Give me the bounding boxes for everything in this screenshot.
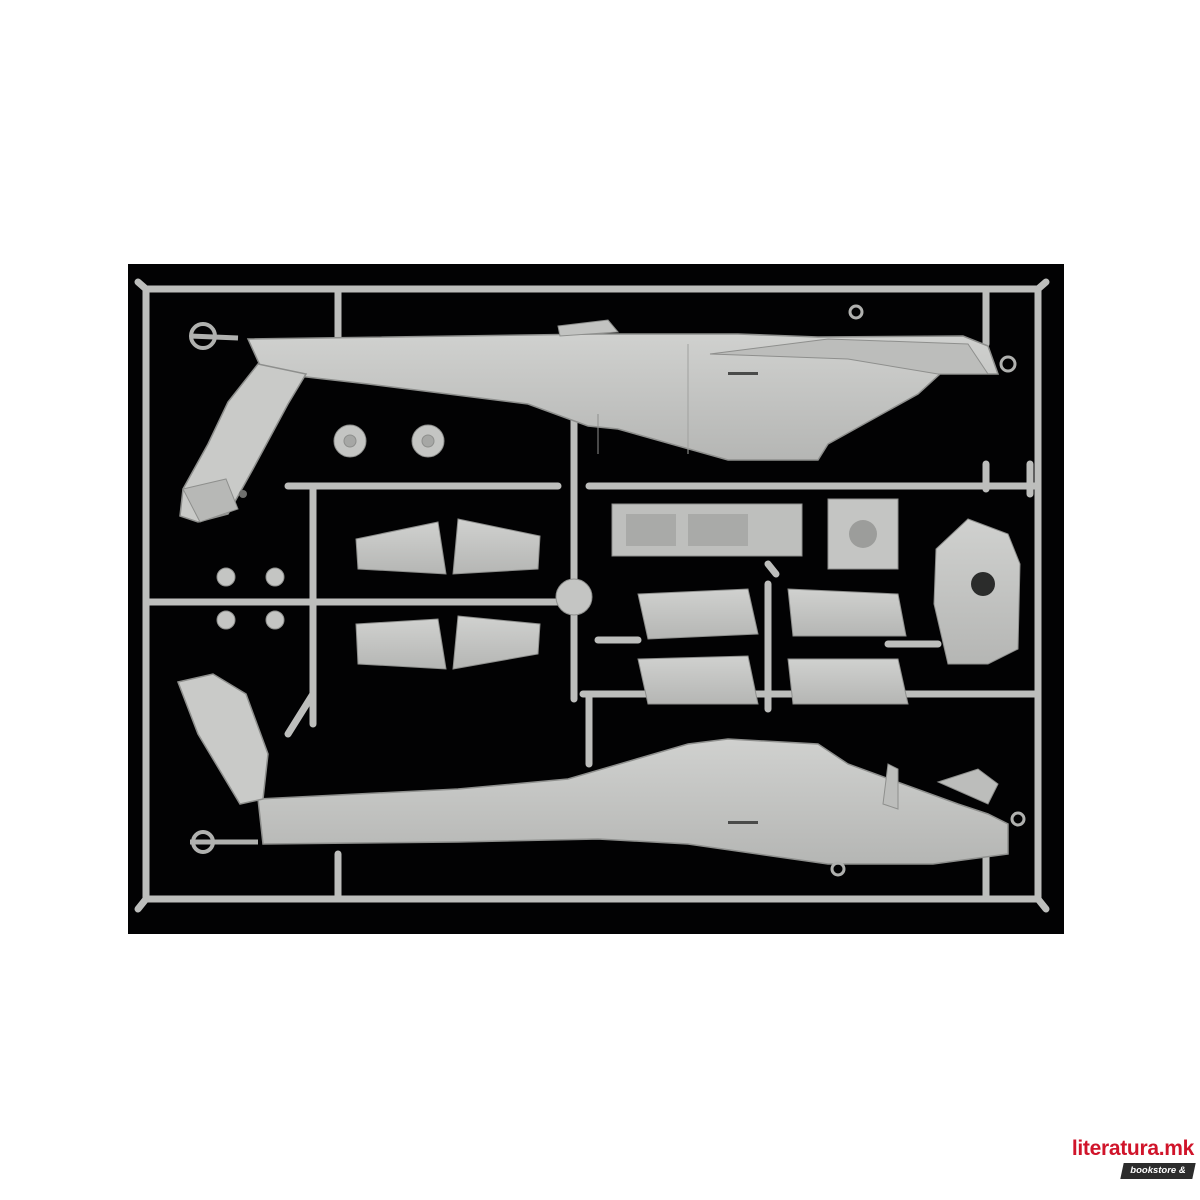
watermark-title: literatura.mk (1071, 1137, 1194, 1160)
stub-wing-parts (355, 518, 541, 670)
fuselage-half-lower (176, 673, 1026, 877)
watermark-tagline: bookstore & more (1130, 1165, 1186, 1192)
fuselage-half-upper (179, 304, 1017, 523)
sprue-photo (128, 264, 1064, 934)
wheel-parts (216, 424, 593, 630)
cockpit-parts (611, 498, 1021, 665)
engine-nacelle-parts (637, 588, 909, 705)
store-watermark: literatura.mk bookstore & more (1066, 1137, 1196, 1192)
